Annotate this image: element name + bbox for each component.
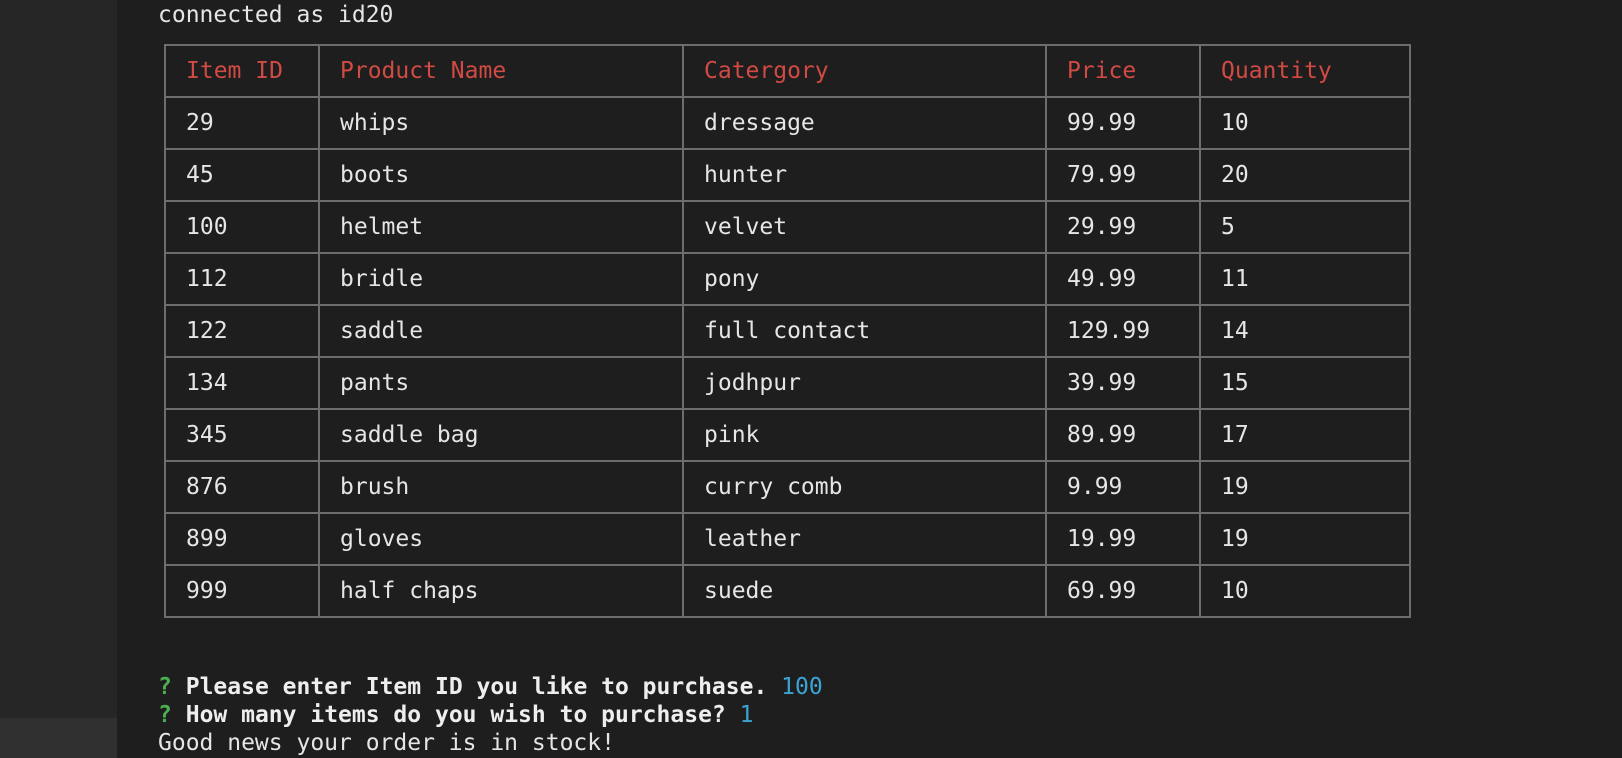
table-header-row: Item ID Product Name Catergory Price Qua… [164,44,1411,98]
cell-product-name: boots [318,148,684,202]
cell-product-name: saddle [318,304,684,358]
prompt-item-id: ? Please enter Item ID you like to purch… [158,673,823,701]
cell-product-name: gloves [318,512,684,566]
cell-category: velvet [682,200,1047,254]
cell-category: dressage [682,96,1047,150]
cell-product-name: whips [318,96,684,150]
cell-quantity: 20 [1199,148,1411,202]
cell-price: 29.99 [1045,200,1201,254]
result-message: Good news your order is in stock! [158,730,615,756]
side-panel-footer [0,718,117,758]
prompt-quantity: ? How many items do you wish to purchase… [158,701,753,729]
cell-item-id: 899 [164,512,320,566]
cell-quantity: 19 [1199,460,1411,514]
cell-item-id: 122 [164,304,320,358]
connection-status: connected as id20 [158,2,394,28]
prompt-question: Please enter Item ID you like to purchas… [185,674,768,700]
cell-category: pink [682,408,1047,462]
header-item-id: Item ID [164,44,320,98]
cell-product-name: brush [318,460,684,514]
terminal-output[interactable]: connected as id20 Item ID Product Name C… [117,0,1622,758]
cell-item-id: 134 [164,356,320,410]
cell-item-id: 29 [164,96,320,150]
cell-category: suede [682,564,1047,618]
cell-price: 79.99 [1045,148,1201,202]
cell-quantity: 15 [1199,356,1411,410]
cell-price: 89.99 [1045,408,1201,462]
cell-category: hunter [682,148,1047,202]
header-product-name: Product Name [318,44,684,98]
cell-price: 49.99 [1045,252,1201,306]
cell-category: pony [682,252,1047,306]
cell-price: 69.99 [1045,564,1201,618]
cell-item-id: 45 [164,148,320,202]
cell-quantity: 11 [1199,252,1411,306]
cell-price: 99.99 [1045,96,1201,150]
cell-price: 9.99 [1045,460,1201,514]
cell-item-id: 876 [164,460,320,514]
header-category: Catergory [682,44,1047,98]
prompt-answer: 100 [781,674,823,700]
cell-product-name: half chaps [318,564,684,618]
cell-item-id: 100 [164,200,320,254]
cell-quantity: 5 [1199,200,1411,254]
cell-category: curry comb [682,460,1047,514]
header-quantity: Quantity [1199,44,1411,98]
cell-item-id: 345 [164,408,320,462]
cell-category: jodhpur [682,356,1047,410]
cell-product-name: pants [318,356,684,410]
cell-quantity: 10 [1199,96,1411,150]
prompt-marker: ? [158,702,172,728]
prompt-answer: 1 [739,702,754,728]
products-table: Item ID Product Name Catergory Price Qua… [164,44,1411,618]
cell-quantity: 17 [1199,408,1411,462]
prompt-marker: ? [158,674,172,700]
cell-product-name: helmet [318,200,684,254]
cell-category: full contact [682,304,1047,358]
cell-price: 129.99 [1045,304,1201,358]
cell-product-name: saddle bag [318,408,684,462]
cell-price: 39.99 [1045,356,1201,410]
cell-quantity: 19 [1199,512,1411,566]
header-price: Price [1045,44,1201,98]
cell-category: leather [682,512,1047,566]
cell-item-id: 112 [164,252,320,306]
cell-price: 19.99 [1045,512,1201,566]
prompt-question: How many items do you wish to purchase? [185,702,726,728]
side-panel [0,0,117,758]
cell-quantity: 14 [1199,304,1411,358]
cell-quantity: 10 [1199,564,1411,618]
cell-product-name: bridle [318,252,684,306]
cell-item-id: 999 [164,564,320,618]
